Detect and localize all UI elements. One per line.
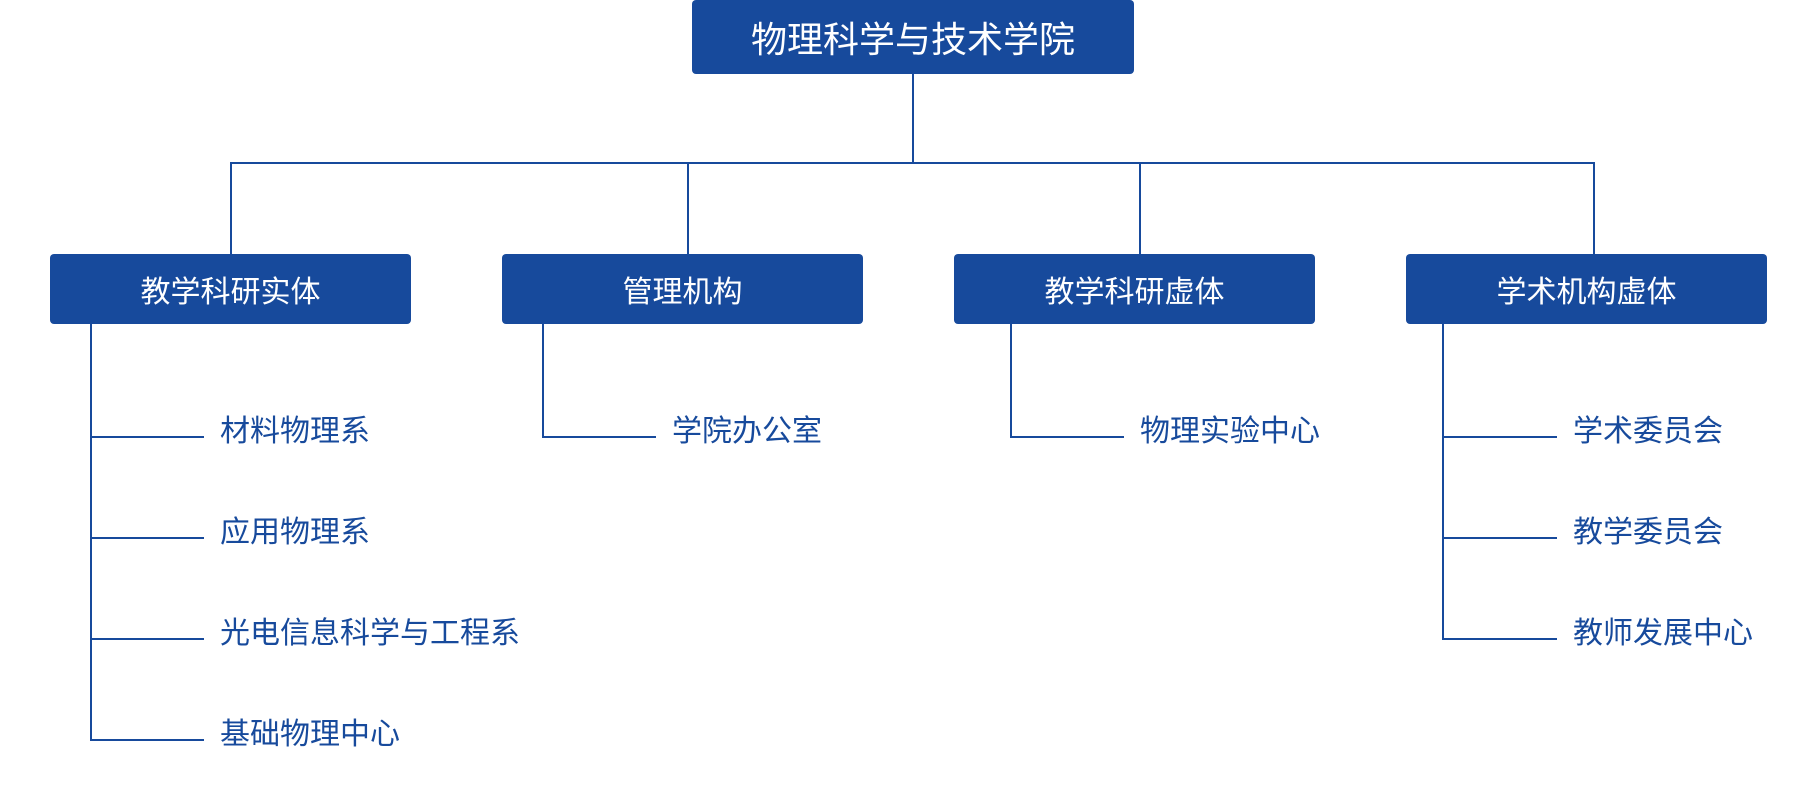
leaf-node: 光电信息科学与工程系 [220, 616, 520, 651]
category-node-teaching-research-entity: 教学科研实体 [50, 254, 411, 324]
category-node-teaching-research-virtual: 教学科研虚体 [954, 254, 1315, 324]
leaf-node: 教学委员会 [1573, 515, 1723, 550]
leaf-node: 材料物理系 [220, 414, 370, 449]
root-label: 物理科学与技术学院 [750, 20, 1075, 61]
category-node-management: 管理机构 [502, 254, 863, 324]
leaf-node: 教师发展中心 [1573, 616, 1753, 651]
category-label: 教学科研实体 [140, 275, 321, 310]
leaf-node: 物理实验中心 [1140, 414, 1320, 449]
leaf-node: 基础物理中心 [220, 717, 400, 752]
category-label: 教学科研虚体 [1044, 275, 1225, 310]
leaf-node: 应用物理系 [220, 515, 370, 550]
leaf-node: 学院办公室 [672, 414, 822, 449]
root-node: 物理科学与技术学院 [692, 0, 1134, 74]
leaf-node: 学术委员会 [1573, 414, 1723, 449]
category-node-academic-virtual: 学术机构虚体 [1406, 254, 1767, 324]
category-label: 管理机构 [622, 275, 743, 310]
category-label: 学术机构虚体 [1496, 275, 1677, 310]
